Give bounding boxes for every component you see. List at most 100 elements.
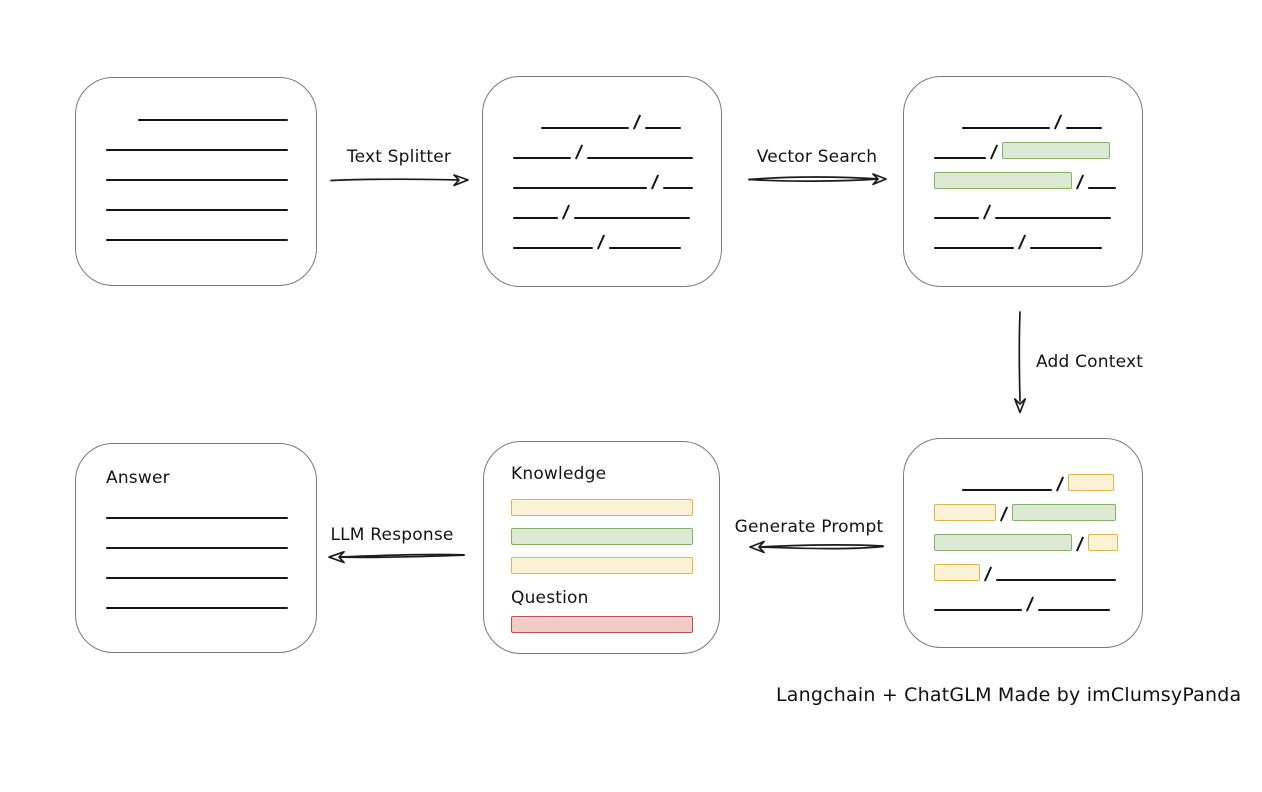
text-line-segment	[1088, 187, 1116, 189]
yellow-chunk-bar	[934, 564, 980, 581]
yellow-chunk-bar	[934, 504, 996, 521]
slash-separator	[561, 204, 571, 220]
yellow-chunk-bar	[1088, 534, 1118, 551]
split-chunks-rows	[483, 77, 721, 250]
text-line-segment	[962, 127, 1050, 129]
yellow-prompt-bar	[511, 499, 693, 516]
chunk-row	[934, 159, 1142, 190]
text-line-segment	[513, 247, 593, 249]
chunk-row	[934, 219, 1142, 250]
text-line-segment	[574, 217, 690, 219]
slash-separator	[596, 234, 606, 250]
answer-lines	[106, 517, 316, 609]
prompt-box: Knowledge Question	[483, 441, 720, 654]
answer-box: Answer	[75, 443, 317, 653]
slash-separator	[574, 144, 584, 160]
knowledge-bars	[511, 499, 719, 574]
llm-response-label: LLM Response	[330, 525, 454, 545]
generate-prompt-arrow	[749, 540, 884, 554]
source-document-box	[75, 77, 317, 286]
slash-separator	[1075, 174, 1085, 190]
text-line	[106, 517, 288, 519]
slash-separator	[1053, 114, 1063, 130]
slash-separator	[1017, 234, 1027, 250]
text-line-segment	[934, 247, 1014, 249]
chunk-row	[541, 99, 721, 130]
text-line	[106, 179, 288, 181]
split-chunks-box	[482, 76, 722, 287]
text-line	[138, 119, 288, 121]
slash-separator	[632, 114, 642, 130]
vector-search-result-box	[903, 76, 1143, 287]
chunk-row	[934, 581, 1142, 612]
generate-prompt-label: Generate Prompt	[734, 517, 884, 537]
slash-separator	[1055, 476, 1065, 492]
text-line-segment	[995, 217, 1111, 219]
green-prompt-bar	[511, 528, 693, 545]
slash-separator	[989, 144, 999, 160]
chunk-row	[962, 461, 1142, 492]
text-line	[106, 239, 288, 241]
text-line-segment	[934, 217, 979, 219]
slash-separator	[999, 506, 1009, 522]
source-document-lines	[76, 78, 316, 241]
chunk-row	[934, 521, 1142, 552]
slash-separator	[1025, 596, 1035, 612]
text-line-segment	[934, 609, 1022, 611]
slash-separator	[650, 174, 660, 190]
text-line	[106, 209, 288, 211]
green-chunk-bar	[934, 534, 1072, 551]
text-splitter-label: Text Splitter	[346, 147, 452, 167]
text-line	[106, 547, 288, 549]
slash-separator	[982, 204, 992, 220]
chunk-row	[934, 189, 1142, 220]
text-line-segment	[1030, 247, 1102, 249]
text-line-segment	[541, 127, 629, 129]
text-line-segment	[609, 247, 681, 249]
text-line-segment	[996, 579, 1116, 581]
chunk-row	[962, 99, 1142, 130]
text-line	[106, 607, 288, 609]
chunk-row	[513, 129, 721, 160]
chunk-row	[513, 219, 721, 250]
chunk-row	[934, 491, 1142, 522]
text-line-segment	[587, 157, 693, 159]
text-line-segment	[645, 127, 681, 129]
green-chunk-bar	[1012, 504, 1116, 521]
yellow-prompt-bar	[511, 557, 693, 574]
question-label: Question	[511, 588, 589, 608]
chunk-row	[513, 159, 721, 190]
red-prompt-bar	[511, 616, 693, 633]
answer-label: Answer	[106, 468, 170, 488]
prompt-content: Knowledge Question	[484, 442, 719, 633]
vector-search-result-rows	[904, 77, 1142, 250]
vector-search-label: Vector Search	[756, 147, 878, 167]
text-line-segment	[513, 157, 571, 159]
chunk-row	[513, 189, 721, 220]
green-chunk-bar	[1002, 142, 1110, 159]
slash-separator	[1075, 536, 1085, 552]
text-line-segment	[1066, 127, 1102, 129]
add-context-arrow	[1013, 311, 1027, 414]
context-chunks-box	[903, 438, 1143, 648]
question-bars	[511, 616, 719, 633]
text-line-segment	[513, 187, 647, 189]
text-line-segment	[1038, 609, 1110, 611]
llm-response-arrow	[328, 550, 465, 564]
knowledge-label: Knowledge	[511, 464, 607, 484]
text-splitter-arrow	[330, 174, 469, 187]
yellow-chunk-bar	[1068, 474, 1114, 491]
text-line-segment	[663, 187, 693, 189]
text-line	[106, 149, 288, 151]
text-line-segment	[962, 489, 1052, 491]
text-line-segment	[513, 217, 558, 219]
slash-separator	[983, 566, 993, 582]
text-line	[106, 577, 288, 579]
add-context-label: Add Context	[1036, 352, 1144, 372]
chunk-row	[934, 551, 1142, 582]
credit-text: Langchain + ChatGLM Made by imClumsyPand…	[776, 684, 1242, 706]
context-chunks-rows	[904, 439, 1142, 612]
vector-search-arrow	[748, 173, 887, 186]
text-line-segment	[934, 157, 986, 159]
